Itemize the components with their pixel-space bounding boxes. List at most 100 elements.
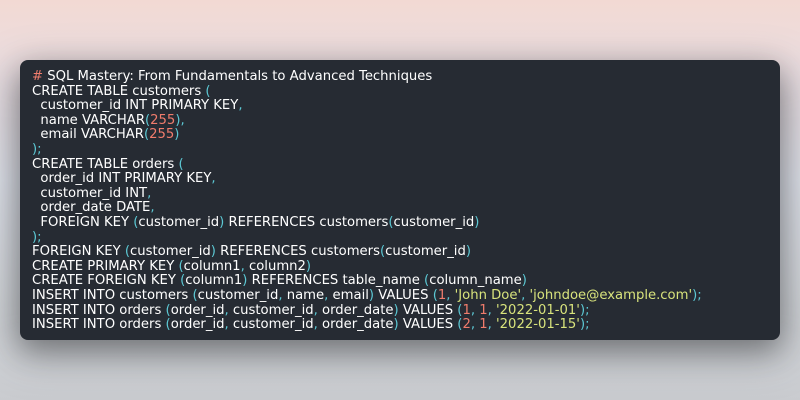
code-line: order_date DATE, [32,201,772,216]
code-punctuation: ( [165,317,171,333]
code-punctuation: ); [579,302,590,318]
code-number: 1 [437,287,447,303]
code-punctuation: , [224,302,229,318]
code-text: INSERT INTO orders [32,302,166,318]
code-punctuation: ( [205,83,211,99]
code-text: customer_id [197,287,279,303]
code-number: 1 [479,302,488,318]
code-line: order_id INT PRIMARY KEY, [32,171,772,187]
code-punctuation: ( [457,302,463,318]
code-punctuation: ) [393,302,399,318]
code-string: 'John Doe' [454,287,522,303]
code-text: customer_id [228,302,314,318]
code-text: email [328,287,369,303]
code-text: INSERT INTO customers [32,287,193,303]
code-punctuation: ( [432,287,438,303]
code-punctuation: ( [178,156,184,172]
code-text: REFERENCES customers [215,244,380,260]
code-line: FOREIGN KEY (customer_id) REFERENCES cus… [32,244,772,260]
code-text: customer_id INT [32,185,148,201]
comment-hash: # [32,69,48,84]
code-text: CREATE PRIMARY KEY [32,258,179,274]
code-punctuation: ) [210,244,216,260]
code-number: 1 [479,317,488,333]
code-line: # SQL Mastery: From Fundamentals to Adva… [32,69,772,85]
code-punctuation: ( [143,127,150,143]
code-line: email VARCHAR(255) [32,128,772,143]
code-punctuation: ) [393,317,399,333]
code-punctuation: , [278,287,283,303]
code-text: CREATE TABLE orders [32,156,179,172]
code-text: customer_id [130,244,211,260]
code-number: 1 [462,302,471,318]
code-punctuation: ( [424,273,430,289]
code-number: 255 [150,112,176,128]
code-text: VALUES [398,302,458,318]
code-line: INSERT INTO orders (order_id, customer_i… [32,302,772,319]
code-punctuation: ( [388,214,394,230]
code-punctuation: ( [133,214,139,230]
code-punctuation: ) [242,273,248,289]
code-punctuation: , [313,317,318,333]
code-text: VALUES [398,317,458,333]
code-text: order_id [170,302,225,318]
code-punctuation: ) [368,287,375,303]
code-punctuation: ) [305,258,312,274]
code-editor: # SQL Mastery: From Fundamentals to Adva… [20,60,780,340]
code-line: INSERT INTO orders (order_id, customer_i… [32,317,772,333]
code-text: REFERENCES table_name [247,273,425,289]
code-punctuation: ( [457,317,463,333]
code-punctuation: ( [165,302,171,318]
code-text: customer_id [138,214,220,230]
code-text: name [282,287,325,303]
code-punctuation: , [147,185,152,201]
code-punctuation: , [470,302,476,318]
code-punctuation: , [324,287,329,303]
code-text: customer_id [393,214,475,230]
code-punctuation: ( [180,273,186,289]
code-line: customer_id INT PRIMARY KEY, [32,98,772,114]
code-punctuation: , [487,317,492,333]
code-text: customer_id [228,317,314,333]
code-punctuation: , [487,302,492,318]
code-punctuation: , [238,98,243,114]
code-text: column_name [429,273,522,289]
code-punctuation: , [446,287,451,303]
code-punctuation: ) [474,214,480,230]
code-text: VALUES [374,287,433,303]
code-punctuation: , [240,258,245,274]
code-text: order_id [170,317,225,333]
code-punctuation: ( [145,112,151,128]
code-block: # SQL Mastery: From Fundamentals to Adva… [32,69,772,333]
code-line: INSERT INTO customers (customer_id, name… [32,287,772,304]
code-line: name VARCHAR(255), [32,112,772,129]
code-string: '2022-01-15' [496,317,580,333]
code-punctuation: ( [192,287,198,303]
code-punctuation: ), [175,112,185,128]
code-string: 'johndoe@example.com' [529,287,693,303]
code-text: FOREIGN KEY [32,214,134,230]
code-punctuation: ) [219,214,225,230]
code-text: order_date DATE [32,200,151,216]
code-text: FOREIGN KEY [32,244,125,260]
code-punctuation: , [470,317,476,333]
code-text: REFERENCES customers [224,214,389,230]
code-line: ); [32,230,772,246]
code-text: order_date [317,302,394,318]
code-line: customer_id INT, [32,185,772,202]
code-line: CREATE TABLE customers ( [32,83,772,100]
code-text: column1 [185,273,243,289]
code-line: CREATE PRIMARY KEY (column1, column2) [32,258,772,275]
code-punctuation: , [211,171,216,187]
code-line: ); [32,142,772,158]
code-string: '2022-01-01' [496,302,580,318]
code-text: order_id INT PRIMARY KEY [32,171,212,187]
code-punctuation: ) [521,273,527,289]
code-text: name VARCHAR [32,112,145,128]
code-line: CREATE FOREIGN KEY (column1) REFERENCES … [32,274,772,289]
code-text: CREATE TABLE customers [32,83,206,99]
code-line: CREATE TABLE orders ( [32,156,772,173]
code-text: customer_id [385,244,466,260]
code-number: 2 [462,317,471,333]
code-text: CREATE FOREIGN KEY [32,273,181,289]
